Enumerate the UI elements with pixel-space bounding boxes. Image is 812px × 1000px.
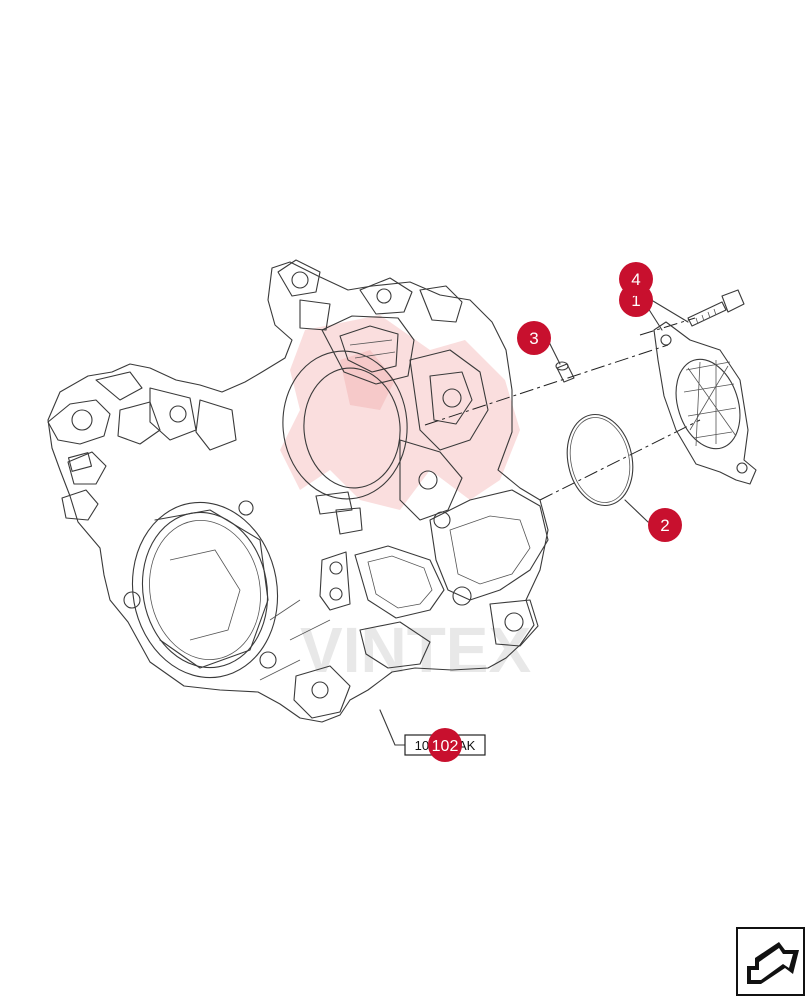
assembly-line-lower <box>539 419 701 501</box>
leader-callout-2 <box>624 499 649 523</box>
svg-text:1: 1 <box>631 291 640 310</box>
callout-3[interactable]: 3 <box>517 321 551 355</box>
gear-housing <box>47 259 549 723</box>
leader-callout-3 <box>547 339 561 365</box>
callout-102[interactable]: 102 <box>428 728 462 762</box>
svg-text:2: 2 <box>660 516 669 535</box>
o-ring-part <box>566 413 634 507</box>
assembly-line-upper <box>424 344 669 426</box>
callout-4[interactable]: 4 <box>619 262 653 296</box>
assembly-line-bolt <box>639 317 696 336</box>
cover-part <box>653 321 757 485</box>
leader-callout-1 <box>647 307 663 331</box>
svg-text:3: 3 <box>529 329 538 348</box>
bolt-part <box>687 289 745 327</box>
svg-text:4: 4 <box>631 270 640 289</box>
leader-callout-102 <box>379 709 406 746</box>
watermark-text: VINTEX <box>300 614 531 686</box>
sleeve-part <box>555 361 575 383</box>
callout-2[interactable]: 2 <box>648 508 682 542</box>
svg-text:102: 102 <box>432 738 459 755</box>
next-page-arrow-icon[interactable] <box>736 927 805 996</box>
leader-callout-4 <box>647 297 689 323</box>
